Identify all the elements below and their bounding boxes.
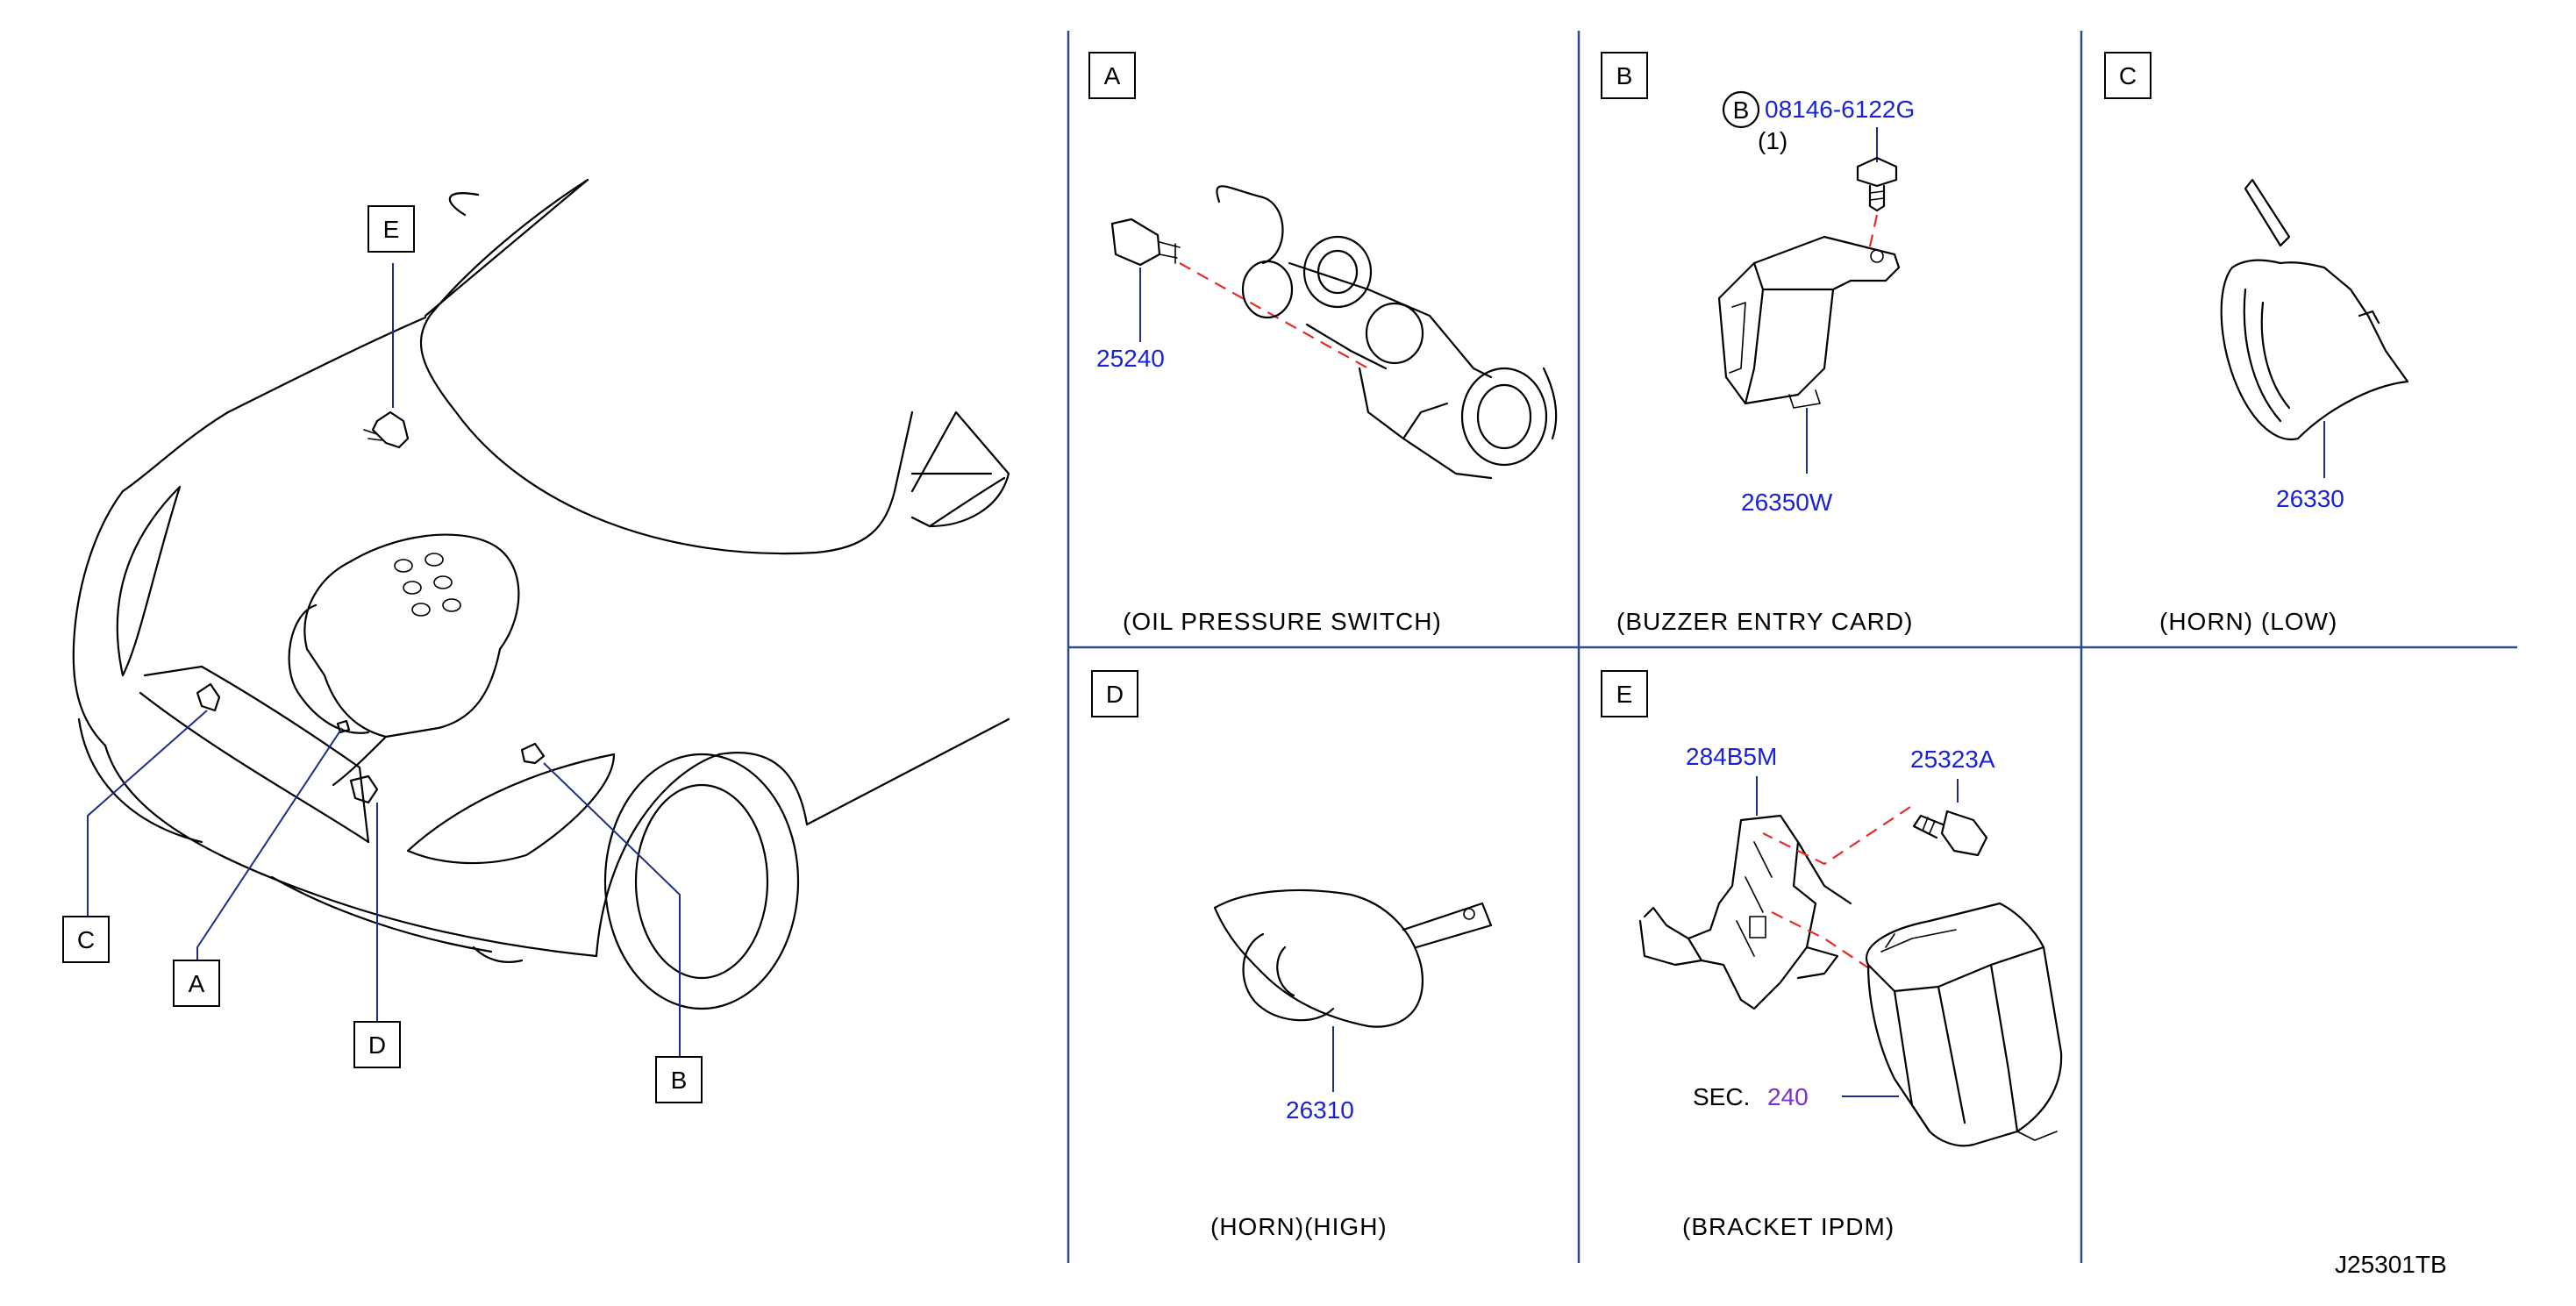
svg-text:B: B <box>1616 62 1633 89</box>
panel-b: B B 08146-6122G (1) 26350W (BUZZER ENTRY… <box>1601 52 1915 635</box>
panel-c-label-box <box>2104 52 2151 99</box>
svg-text:E: E <box>383 216 400 243</box>
buzzer-entry-card <box>1717 235 1901 409</box>
panel-a: A 25240 (OIL PRESSURE SWITCH) <box>1088 52 1558 635</box>
panel-e: E 284B5M 25323A <box>1601 670 2063 1240</box>
svg-text:C: C <box>2119 62 2137 89</box>
part-26350w: 26350W <box>1741 489 1833 516</box>
caption-bracket-ipdm: (BRACKET IPDM) <box>1682 1213 1895 1240</box>
panel-grid <box>1067 31 2517 1263</box>
svg-text:B: B <box>1733 96 1750 124</box>
engine-block-sketch <box>1216 185 1558 480</box>
part-26310: 26310 <box>1286 1096 1354 1124</box>
ipdm-module <box>1866 902 2063 1147</box>
horn-low <box>2220 178 2409 440</box>
diagram-id: J25301TB <box>2335 1251 2447 1278</box>
car-illustration <box>72 178 1010 1010</box>
caption-buzzer-entry-card: (BUZZER ENTRY CARD) <box>1616 608 1913 635</box>
caption-horn-low: (HORN) (LOW) <box>2159 608 2337 635</box>
panel-d: D 26310 (HORN)(HIGH) <box>1091 670 1493 1240</box>
callout-d: D <box>353 1021 401 1068</box>
svg-text:C: C <box>77 926 95 953</box>
svg-text:A: A <box>189 970 205 997</box>
callout-a: A <box>173 960 220 1007</box>
part-25240: 25240 <box>1096 345 1165 372</box>
bolt-quantity: (1) <box>1758 127 1788 154</box>
caption-oil-pressure-switch: (OIL PRESSURE SWITCH) <box>1123 608 1442 635</box>
part-284b5m: 284B5M <box>1686 743 1777 770</box>
svg-text:B: B <box>671 1067 688 1094</box>
svg-text:D: D <box>368 1031 386 1059</box>
oil-pressure-switch <box>1110 218 1181 267</box>
horn-high <box>1213 889 1493 1028</box>
bracket-ipdm <box>1638 814 1852 1010</box>
caption-horn-high: (HORN)(HIGH) <box>1210 1213 1388 1240</box>
sec-number: 240 <box>1767 1083 1809 1110</box>
sec-label: SEC. <box>1693 1083 1750 1110</box>
callout-c: C <box>62 916 110 963</box>
bolt-e <box>1912 810 1988 857</box>
panel-a-label-box <box>1088 52 1136 99</box>
panel-b-label-box <box>1601 52 1648 99</box>
part-25323a: 25323A <box>1910 746 1995 773</box>
bolt-mark-circle <box>1722 90 1760 129</box>
panel-e-label-box <box>1601 670 1648 717</box>
panel-c: C 26330 (HORN) (LOW) <box>2104 52 2409 635</box>
overview-leaders <box>87 263 681 1057</box>
part-26330: 26330 <box>2276 485 2344 512</box>
svg-text:A: A <box>1104 62 1121 89</box>
callout-e: E <box>367 205 415 253</box>
bolt-b <box>1856 156 1898 212</box>
panel-d-label-box <box>1091 670 1138 717</box>
part-08146-6122g: 08146-6122G <box>1765 96 1915 123</box>
svg-text:E: E <box>1616 681 1633 708</box>
svg-text:D: D <box>1106 681 1124 708</box>
callout-b: B <box>655 1056 703 1103</box>
